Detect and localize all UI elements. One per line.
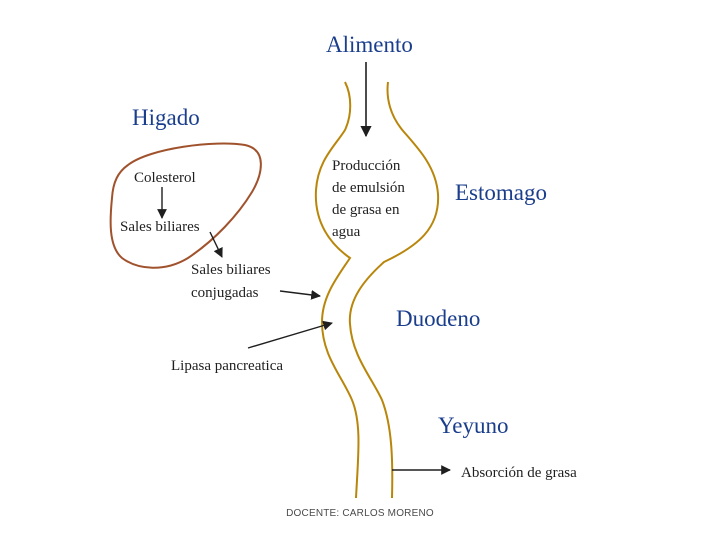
label-estomago: Estomago: [455, 180, 547, 205]
tract-right-wall: [348, 81, 440, 499]
label-alimento: Alimento: [326, 32, 413, 57]
label-absorcion: Absorción de grasa: [461, 465, 577, 481]
liver-outline: [109, 142, 262, 269]
footer-credit: DOCENTE: CARLOS MORENO: [286, 508, 434, 519]
label-duodeno: Duodeno: [396, 306, 480, 331]
label-emulsion: Producción de emulsión de grasa en agua: [332, 158, 409, 240]
label-colesterol: Colesterol: [134, 170, 196, 186]
sales-to-conjugadas-arrow: [209, 231, 223, 258]
conjugadas-line: conjugadas: [191, 285, 259, 301]
label-sales-biliares-conjugadas: Sales biliares conjugadas: [191, 262, 274, 301]
label-lipasa: Lipasa pancreatica: [171, 358, 283, 374]
lipasa-to-duodeno-arrow: [247, 320, 333, 349]
label-higado: Higado: [132, 105, 200, 130]
conjugadas-line: Sales biliares: [191, 262, 271, 278]
conjugadas-to-duodeno-arrow: [279, 290, 321, 300]
emulsion-line: agua: [332, 224, 361, 240]
emulsion-line: de emulsión: [332, 180, 405, 196]
label-yeyuno: Yeyuno: [438, 413, 509, 438]
label-sales-biliares: Sales biliares: [120, 219, 200, 235]
emulsion-line: de grasa en: [332, 202, 400, 218]
tract-left-wall: [314, 81, 360, 499]
emulsion-line: Producción: [332, 158, 401, 174]
